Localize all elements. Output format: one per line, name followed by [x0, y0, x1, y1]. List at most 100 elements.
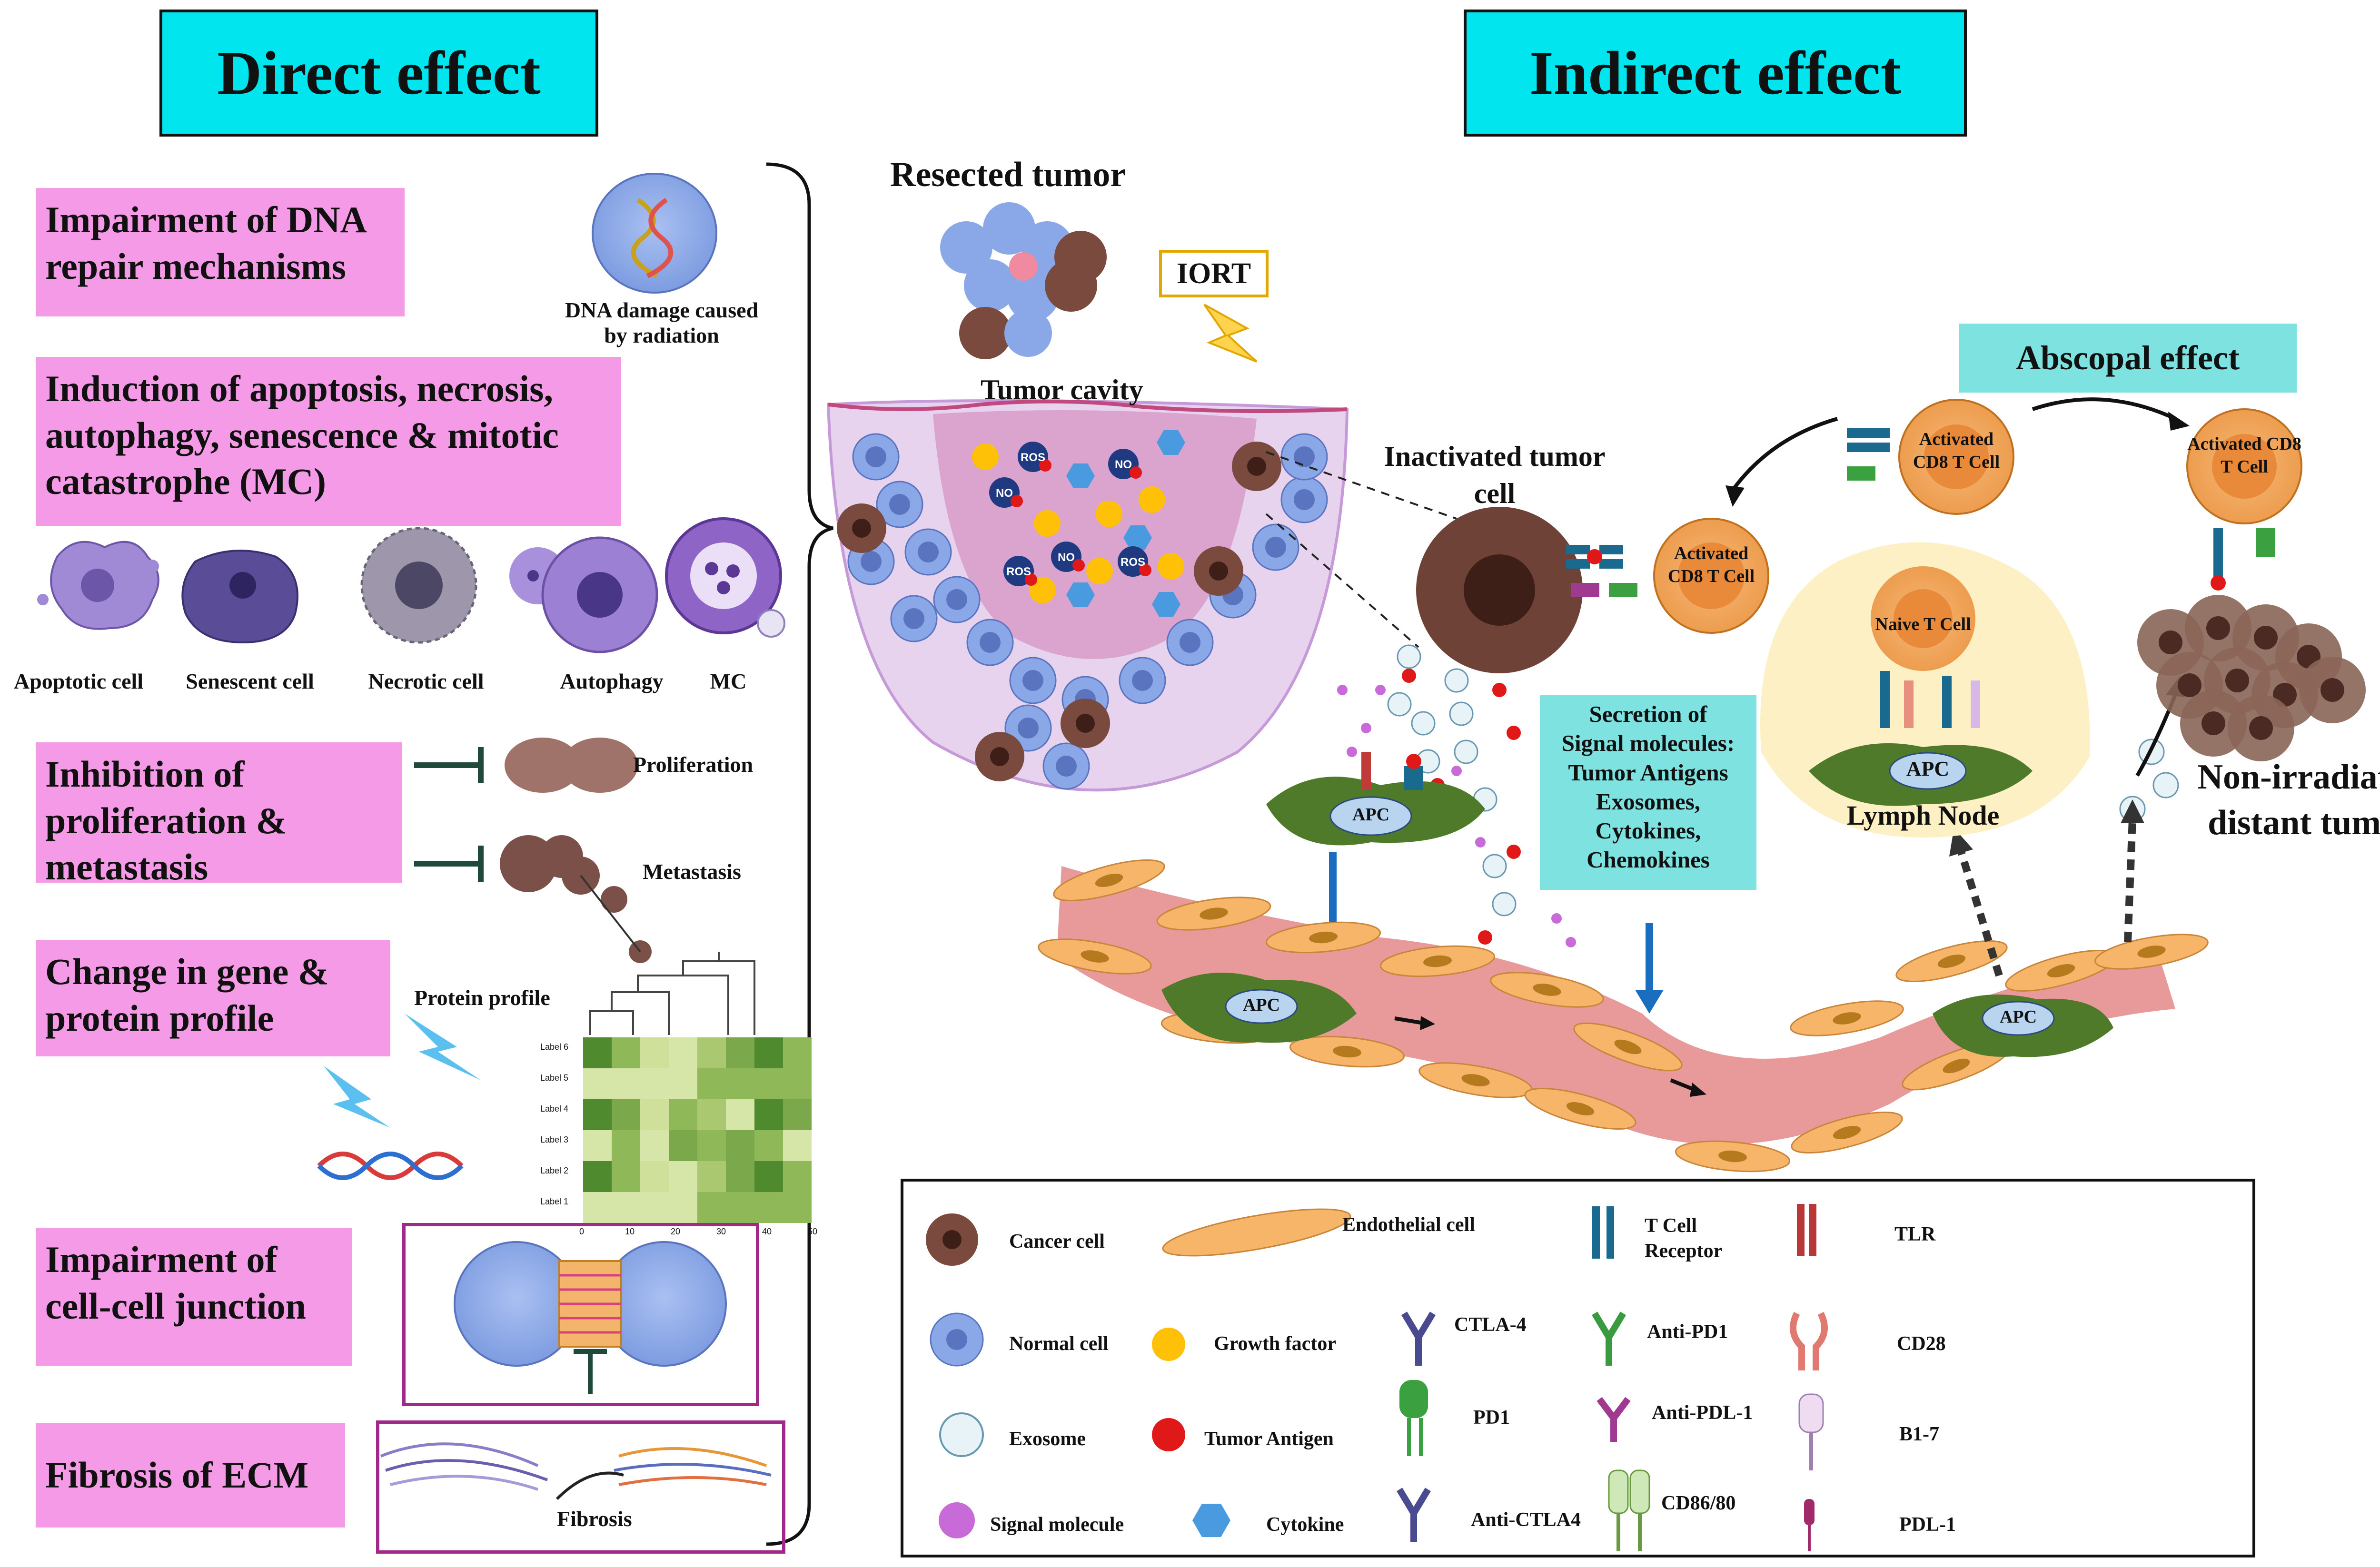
- legend-normal: Normal cell: [1009, 1333, 1109, 1355]
- distant-cancer-nucleus: [2159, 631, 2182, 654]
- endothelial-nucleus: [1943, 1058, 1970, 1074]
- heatmap-tick-label: 30: [716, 1227, 726, 1236]
- heatmap-cell: [583, 1099, 612, 1130]
- inactivated-line: Inactivated tumor: [1384, 441, 1606, 472]
- activated-line: T Cell: [2221, 456, 2268, 477]
- label-resected-tumor: Resected tumor: [890, 155, 1126, 194]
- non-irradiated-line: distant tumor: [2208, 803, 2380, 843]
- legend-exosome: Exosome: [1009, 1428, 1086, 1450]
- normal-cell-nucleus: [861, 551, 882, 572]
- legend-pd1: PD1: [1473, 1407, 1510, 1429]
- signal-molecule: [1361, 723, 1371, 733]
- legend-b17-icon: [1798, 1393, 1824, 1433]
- box-dna-repair: Impairment of DNA repair mechanisms: [36, 188, 405, 316]
- activated-cd8-cell-icon: [1653, 518, 1769, 634]
- naive-t-cell-icon: [1871, 566, 1980, 728]
- heatmap-cell: [697, 1037, 726, 1068]
- label-autophagy: Autophagy: [560, 669, 664, 693]
- heatmap-cell: [612, 1037, 640, 1068]
- normal-cell-nucleus: [1265, 537, 1286, 558]
- endothelial-nucleus: [1614, 1039, 1642, 1055]
- legend-exosome-icon: [939, 1412, 984, 1457]
- inactivated-line: cell: [1474, 478, 1516, 509]
- legend-box: [901, 1179, 2255, 1557]
- normal-cell-nucleus: [946, 589, 967, 610]
- label-lymph-node: Lymph Node: [1846, 800, 2000, 831]
- heatmap-cell: [754, 1037, 783, 1068]
- inhibit-proliferation-arrow: [414, 747, 484, 783]
- heatmap-cell: [783, 1068, 812, 1099]
- legend-ctla4: CTLA-4: [1454, 1314, 1527, 1336]
- proliferation-icon: [505, 738, 638, 793]
- heatmap-dendrogram: [589, 952, 755, 1035]
- legend-cd8680-icon: [1629, 1469, 1650, 1514]
- distant-cancer-nucleus: [2202, 711, 2225, 735]
- exosome: [2152, 772, 2179, 798]
- normal-cell-nucleus: [903, 608, 924, 629]
- legend-cancer: Cancer cell: [1009, 1231, 1105, 1252]
- endothelial-nucleus: [1095, 874, 1123, 887]
- box-apoptosis-line: catastrophe (MC): [45, 461, 326, 502]
- activated-line: Activated: [1919, 429, 1994, 449]
- iort-label: IORT: [1176, 257, 1251, 290]
- signal-molecule: [1337, 685, 1348, 695]
- legend-antictla4: Anti-CTLA4: [1471, 1509, 1581, 1531]
- heatmap-cell: [783, 1161, 812, 1192]
- mitotic-catastrophe-icon: [665, 517, 785, 638]
- radiation-bolt-icon: [405, 1014, 481, 1080]
- endothelial-nucleus: [1833, 1012, 1861, 1025]
- tumor-antigen: [1402, 669, 1416, 683]
- molecule-label: NO: [996, 487, 1013, 500]
- growth-factor: [1034, 510, 1061, 537]
- box-gene-protein: Change in gene & protein profile: [36, 940, 390, 1056]
- heatmap-cell: [583, 1068, 612, 1099]
- heatmap-cell: [783, 1130, 812, 1161]
- apoptotic-cell-icon: [37, 541, 159, 630]
- heatmap-cell: [783, 1037, 812, 1068]
- heatmap-cell: [697, 1099, 726, 1130]
- signal-molecule: [1451, 766, 1462, 776]
- legend-pdl1-icon: [1804, 1499, 1815, 1525]
- heatmap-cell: [726, 1099, 754, 1130]
- endothelial-nucleus: [1081, 950, 1109, 963]
- signal-molecule: [1475, 837, 1486, 848]
- cytokine: [1066, 582, 1095, 607]
- dna-damage-icon: [592, 173, 717, 294]
- legend-b17: B1-7: [1899, 1423, 1939, 1445]
- legend-icons: [926, 1204, 1828, 1551]
- heatmap-cell: [783, 1099, 812, 1130]
- distant-cancer-nucleus: [2206, 616, 2230, 640]
- heatmap-row-label: Label 4: [540, 1104, 569, 1114]
- box-fibrosis-ecm: Fibrosis of ECM: [36, 1423, 345, 1528]
- normal-cell-nucleus: [1180, 632, 1200, 653]
- exosome: [1387, 692, 1412, 717]
- endothelial-nucleus: [1423, 955, 1452, 967]
- box-gene-line: protein profile: [45, 997, 274, 1039]
- growth-factor: [1158, 553, 1184, 580]
- legend-antipd1: Anti-PD1: [1647, 1321, 1728, 1343]
- legend-endothelial-icon: [1162, 1208, 1351, 1257]
- heatmap-row-label: Label 3: [540, 1135, 569, 1144]
- legend-growth: Growth factor: [1214, 1333, 1336, 1355]
- label-apoptotic-cell: Apoptotic cell: [13, 669, 144, 693]
- legend-cd8680-icon: [1608, 1469, 1629, 1514]
- cytokine: [1066, 463, 1095, 488]
- molecule-label: ROS: [1021, 451, 1045, 464]
- dna-damage-caption: DNA damage caused by radiation: [528, 297, 795, 348]
- legend-ctla4-icon: [1401, 1311, 1436, 1366]
- normal-cell-nucleus: [1294, 489, 1315, 510]
- legend-antipdl1-icon: [1597, 1397, 1631, 1442]
- cell-junction-icon: [454, 1241, 727, 1394]
- endothelial-nucleus: [1533, 984, 1561, 996]
- heatmap-cell: [669, 1099, 697, 1130]
- growth-factor: [1096, 501, 1122, 527]
- legend-antigen-icon: [1152, 1418, 1185, 1451]
- heatmap-cell: [726, 1130, 754, 1161]
- label-naive-t-cell: Naive T Cell: [1875, 614, 1971, 634]
- legend-tcr-icon: [1606, 1206, 1614, 1259]
- label-apc: APC: [1352, 805, 1390, 825]
- molecule-label: NO: [1058, 551, 1075, 564]
- vessel-apc-icon: [1161, 973, 2113, 1057]
- heatmap-cell: [726, 1192, 754, 1223]
- heatmap-cell: [754, 1130, 783, 1161]
